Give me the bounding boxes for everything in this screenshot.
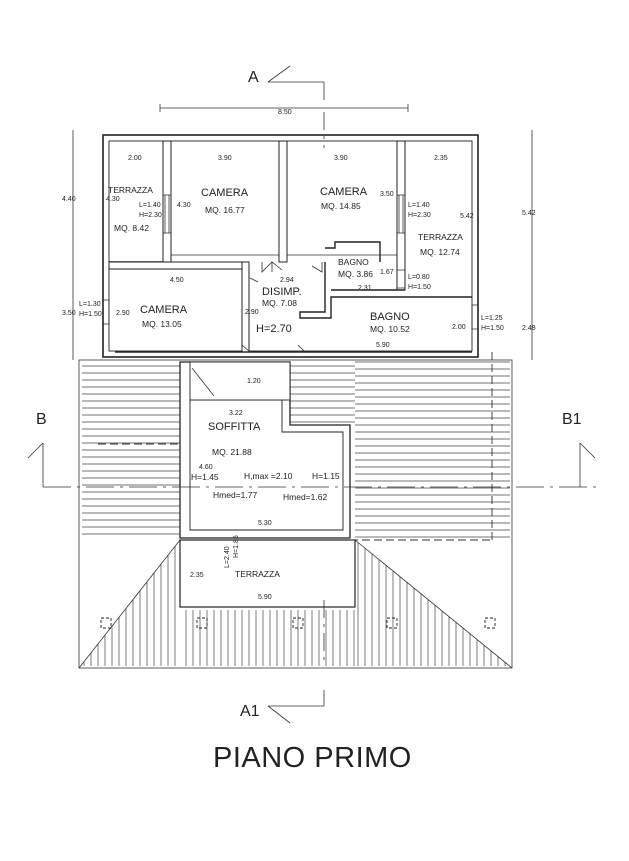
- label-h-1-45: H=1.45: [191, 472, 219, 482]
- dim-2-35-s: 2.35: [190, 572, 204, 579]
- window-4-h: H=1.50: [79, 311, 102, 318]
- window-1-l: L=1.40: [139, 202, 161, 209]
- dim-2-35-top: 2.35: [434, 155, 448, 162]
- stair-diagonal: [191, 367, 215, 397]
- dim-5-90-a: 5.90: [376, 342, 390, 349]
- section-line-a: [267, 65, 325, 724]
- dim-3-90-a: 3.90: [218, 155, 232, 162]
- dim-2-00-top: 2.00: [128, 155, 142, 162]
- dim-4-40: 4.40: [62, 196, 76, 203]
- dim-3-50: 3.50: [380, 191, 394, 198]
- section-line-b: [27, 442, 600, 488]
- room-camera1-name: CAMERA: [201, 187, 249, 199]
- section-marker-a: A: [248, 69, 259, 86]
- dim-1-20: 1.20: [247, 378, 261, 385]
- window-4-l: L=1.30: [79, 301, 101, 308]
- room-disimp-name: DISIMP.: [262, 286, 302, 298]
- window-1-h: H=2.30: [139, 212, 162, 219]
- room-camera1-area: MQ. 16.77: [205, 205, 245, 215]
- roof-ridge-se: [354, 539, 513, 669]
- dim-3-90-b: 3.90: [334, 155, 348, 162]
- room-camera2-name: CAMERA: [320, 186, 368, 198]
- room-camera2-area: MQ. 14.85: [321, 201, 361, 211]
- terrace-south-outline: [179, 539, 356, 608]
- dim-total-width: 8.50: [278, 109, 292, 116]
- section-marker-a1: A1: [240, 703, 260, 720]
- door-swings: [241, 261, 323, 353]
- window-3-l: L=0.80: [408, 274, 430, 281]
- label-hmed-1-62: Hmed=1.62: [283, 492, 327, 502]
- window-marks: [102, 194, 479, 330]
- dim-2-90-a: 2.90: [116, 310, 130, 317]
- label-hmax: H,max =2.10: [244, 471, 293, 481]
- room-soffitta-name: SOFFITTA: [208, 421, 261, 433]
- room-terrazza-east-area: MQ. 12.74: [420, 247, 460, 257]
- room-bagno2-name: BAGNO: [370, 311, 410, 323]
- stair-opening: [189, 361, 291, 401]
- dim-2-90-b: 2.90: [245, 309, 259, 316]
- dim-4-60: 4.60: [199, 464, 213, 471]
- interior-walls: [108, 140, 472, 353]
- roof-ridge-sw: [78, 539, 181, 669]
- dim-2-00-b: 2.00: [452, 324, 466, 331]
- room-disimp-area: MQ. 7.08: [262, 298, 297, 308]
- dim-5-42-a: 5.42: [460, 213, 474, 220]
- label-hmed-1-77: Hmed=1.77: [213, 490, 257, 500]
- room-bagno1-area: MQ. 3.86: [338, 269, 373, 279]
- window-5-l: L=1.25: [481, 315, 503, 322]
- chimney-symbols: [100, 617, 496, 629]
- dim-5-42-b: 5.42: [522, 210, 536, 217]
- room-terrazza-west-area: MQ. 8.42: [114, 223, 149, 233]
- label-height-2-70: H=2.70: [256, 323, 292, 335]
- section-marker-b1: B1: [562, 411, 582, 428]
- dim-5-90-b: 5.90: [258, 594, 272, 601]
- section-marker-b: B: [36, 411, 47, 428]
- dim-3-22: 3.22: [229, 410, 243, 417]
- room-camera3-name: CAMERA: [140, 304, 188, 316]
- dim-5-30: 5.30: [258, 520, 272, 527]
- dim-4-30-a: 4.30: [106, 196, 120, 203]
- room-terrazza-south-name: TERRAZZA: [235, 569, 280, 579]
- room-camera3-area: MQ. 13.05: [142, 319, 182, 329]
- label-h-1-15: H=1.15: [312, 471, 340, 481]
- dim-1-67: 1.67: [380, 269, 394, 276]
- window-6-l: L=2.40: [224, 546, 231, 568]
- room-soffitta-area: MQ. 21.88: [212, 447, 252, 457]
- room-terrazza-west-name: TERRAZZA: [108, 185, 153, 195]
- room-terrazza-east-name: TERRAZZA: [418, 232, 463, 242]
- house-inner-wall: [108, 140, 473, 352]
- dim-4-30-b: 4.30: [177, 202, 191, 209]
- dim-2-31: 2.31: [358, 285, 372, 292]
- window-2-l: L=1.40: [408, 202, 430, 209]
- dim-2-48: 2.48: [522, 325, 536, 332]
- dim-2-94: 2.94: [280, 277, 294, 284]
- roof-outline: [78, 359, 513, 669]
- window-3-h: H=1.50: [408, 284, 431, 291]
- room-bagno2-area: MQ. 10.52: [370, 324, 410, 334]
- dim-4-50: 4.50: [170, 277, 184, 284]
- window-2-h: H=2.30: [408, 212, 431, 219]
- roof-hatching: [82, 361, 510, 666]
- room-bagno1-name: BAGNO: [338, 257, 369, 267]
- dim-3-50-b: 3.50: [62, 310, 76, 317]
- plan-title: PIANO PRIMO: [213, 742, 412, 774]
- window-5-h: H=1.50: [481, 325, 504, 332]
- window-6-h: H=1.85: [233, 535, 240, 558]
- top-dimension-line: [72, 104, 533, 360]
